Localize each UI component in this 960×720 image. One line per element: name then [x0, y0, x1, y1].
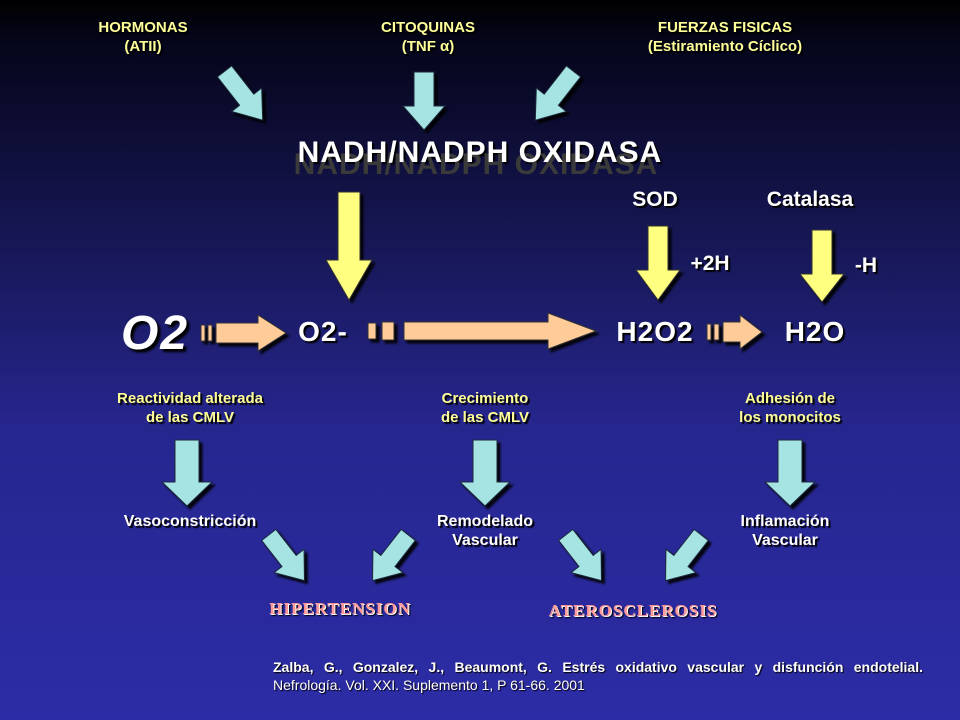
effect-reactividad-line1: Reactividad alterada — [117, 390, 263, 407]
source-hormonas-sub: (ATII) — [124, 38, 162, 55]
source-citoquinas: CITOQUINAS (TNF α) — [363, 18, 493, 56]
species-h2o2: H2O2 — [616, 316, 694, 347]
source-citoquinas-label: CITOQUINAS — [381, 19, 475, 36]
effect-crecimiento-line2: de las CMLV — [440, 409, 530, 426]
source-citoquinas-sub: (TNF α) — [401, 38, 455, 55]
species-h2o: H2O — [784, 316, 846, 347]
arrow-o2-to-superoxide — [200, 314, 287, 352]
arrow-citoquinas-to-oxidasa — [401, 71, 447, 131]
arrow-crecimiento-to-remodelado — [458, 439, 512, 507]
source-hormonas-label: HORMONAS — [98, 19, 188, 36]
arrow-h2o2-to-h2o — [706, 313, 763, 351]
arrow-vasoconstriccion-to-hipertension — [260, 528, 305, 582]
species-superoxide: O2- — [298, 316, 348, 347]
arrow-hormonas-to-oxidasa — [216, 65, 264, 121]
outcome-vasoconstriccion-label: Vasoconstricción — [123, 513, 257, 530]
species-o2: O2 — [120, 307, 190, 360]
effect-crecimiento-line1: Crecimiento — [441, 390, 529, 407]
arrow-adhesion-to-inflamacion — [763, 439, 817, 507]
outcome-remodelado: Remodelado Vascular — [415, 512, 555, 550]
effect-reactividad: Reactividad alterada de las CMLV — [85, 389, 295, 427]
outcome-inflamacion-line1: Inflamación — [740, 513, 830, 530]
arrow-remodelado-to-hipertension — [372, 528, 417, 582]
effect-adhesion-line1: Adhesión de — [744, 390, 835, 407]
arrow-reactividad-to-vasoconstriccion — [160, 439, 214, 507]
minus-h-label: -H — [854, 254, 878, 277]
enzyme-complex-title: NADH/NADPH OXIDASA — [297, 136, 663, 169]
catalasa-label: Catalasa — [766, 188, 854, 211]
arrow-oxidasa-to-superoxide — [325, 191, 373, 302]
citation: Zalba, G., Gonzalez, J., Beaumont, G. Es… — [273, 658, 923, 694]
plus-2h-label: +2H — [690, 252, 730, 275]
effect-reactividad-line2: de las CMLV — [145, 409, 235, 426]
disease-aterosclerosis: ATEROSCLEROSIS — [548, 601, 718, 620]
arrow-remodelado-to-aterosclerosis — [557, 528, 602, 582]
source-fuerzas-label: FUERZAS FISICAS — [657, 19, 793, 36]
arrow-catalasa — [798, 229, 846, 303]
source-fuerzas: FUERZAS FISICAS (Estiramiento Cíclico) — [615, 18, 835, 56]
citation-title: Estrés oxidativo vascular y disfunción e… — [562, 659, 924, 675]
arrow-inflamacion-to-aterosclerosis — [665, 528, 710, 582]
source-fuerzas-sub: (Estiramiento Cíclico) — [647, 38, 803, 55]
effect-crecimiento: Crecimiento de las CMLV — [410, 389, 560, 427]
arrow-fuerzas-to-oxidasa — [534, 65, 582, 121]
effect-adhesion-line2: los monocitos — [739, 409, 841, 426]
effect-adhesion: Adhesión de los monocitos — [710, 389, 870, 427]
outcome-inflamacion-line2: Vascular — [752, 532, 818, 549]
sod-label: SOD — [632, 188, 678, 211]
citation-source: Nefrología. Vol. XXI. Suplemento 1, P 61… — [273, 677, 585, 693]
source-hormonas: HORMONAS (ATII) — [83, 18, 203, 56]
disease-hipertension: HIPERTENSION — [269, 599, 411, 618]
outcome-remodelado-line2: Vascular — [452, 532, 518, 549]
outcome-inflamacion: Inflamación Vascular — [715, 512, 855, 550]
outcome-vasoconstriccion: Vasoconstricción — [100, 512, 280, 531]
citation-authors: Zalba, G., Gonzalez, J., Beaumont, G. — [273, 659, 552, 675]
arrow-sod — [635, 225, 681, 301]
outcome-remodelado-line1: Remodelado — [436, 513, 533, 530]
arrow-superoxide-to-h2o2 — [367, 312, 598, 350]
